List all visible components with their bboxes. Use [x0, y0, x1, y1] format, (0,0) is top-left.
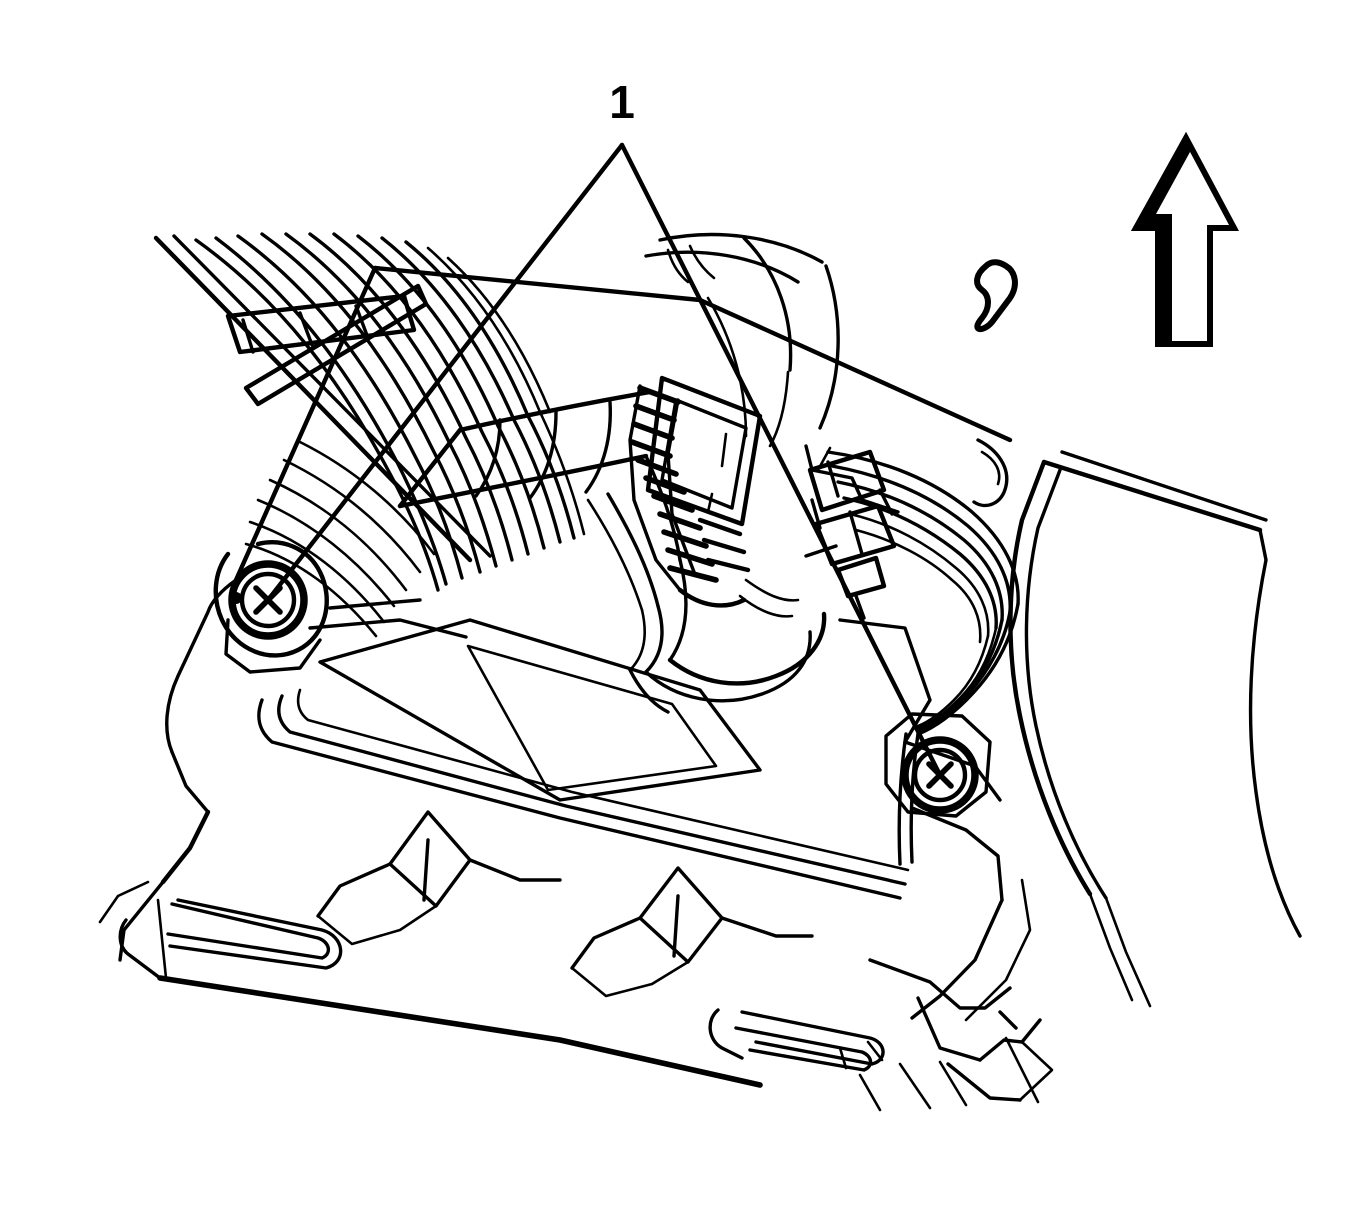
- electrical-connector: [628, 375, 763, 608]
- screw-left: [213, 540, 329, 674]
- leader-line-to-left-screw: [265, 142, 625, 603]
- direction-arrow: [1130, 131, 1239, 347]
- diamond-locating-boss: [316, 810, 814, 998]
- elongated-slot-lower-left: [98, 880, 343, 980]
- wire-harness-upper-left: [153, 232, 586, 638]
- oval-slot-marker: [974, 259, 1018, 332]
- adjacent-trim-panel: [1008, 450, 1302, 1008]
- leader-line-to-right-screw: [619, 142, 943, 778]
- harness-strap-clip: [225, 283, 429, 407]
- callout-1-leaders: [265, 142, 943, 778]
- component-housing-cover: [118, 265, 1054, 1112]
- wire-harness-right: [826, 438, 1020, 866]
- elongated-slot-lower-right: [708, 1008, 885, 1072]
- callout-label-1: 1: [609, 76, 635, 128]
